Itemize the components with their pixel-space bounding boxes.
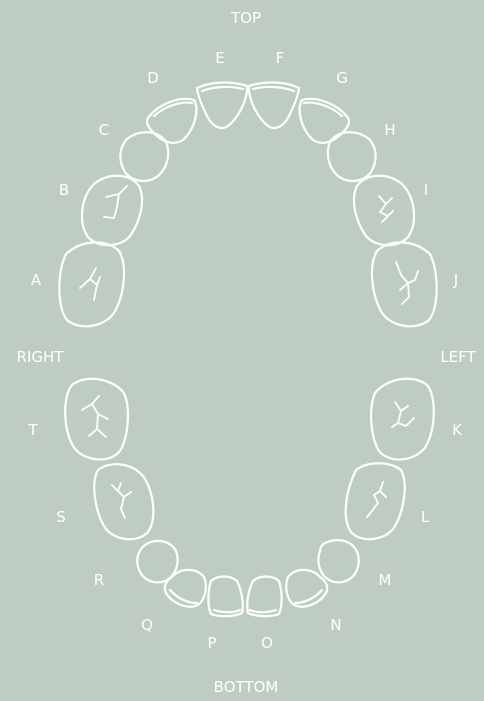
label-top: TOP xyxy=(230,9,261,27)
tooth-n[interactable] xyxy=(286,570,327,607)
tooth-s[interactable] xyxy=(94,464,153,539)
tooth-k[interactable] xyxy=(371,379,434,460)
tooth-label-g: G xyxy=(336,69,348,87)
tooth-d[interactable] xyxy=(147,99,196,143)
tooth-label-k: K xyxy=(452,421,463,439)
tooth-label-i: I xyxy=(424,181,428,199)
tooth-label-f: F xyxy=(276,49,285,67)
tooth-label-l: L xyxy=(421,508,430,526)
tooth-label-q: Q xyxy=(141,616,153,634)
tooth-q[interactable] xyxy=(165,570,206,607)
tooth-l[interactable] xyxy=(346,463,405,539)
label-left: LEFT xyxy=(440,348,476,366)
label-right: RIGHT xyxy=(17,348,65,366)
tooth-label-a: A xyxy=(31,271,42,289)
tooth-label-c: C xyxy=(99,121,109,139)
tooth-f[interactable] xyxy=(249,82,299,127)
tooth-i[interactable] xyxy=(354,176,414,245)
tooth-g[interactable] xyxy=(300,99,349,143)
tooth-label-s: S xyxy=(56,508,66,526)
tooth-label-d: D xyxy=(147,69,159,87)
tooth-label-r: R xyxy=(94,571,104,589)
tooth-label-p: P xyxy=(207,634,216,652)
tooth-p[interactable] xyxy=(208,577,242,617)
tooth-o[interactable] xyxy=(247,577,281,617)
tooth-j[interactable] xyxy=(372,242,437,326)
label-bottom: BOTTOM xyxy=(214,678,279,696)
tooth-label-m: M xyxy=(379,571,392,589)
tooth-m[interactable] xyxy=(318,540,358,582)
tooth-label-n: N xyxy=(330,616,341,634)
tooth-label-o: O xyxy=(261,634,273,652)
tooth-t[interactable] xyxy=(65,379,128,460)
tooth-label-b: B xyxy=(59,181,69,199)
tooth-a[interactable] xyxy=(59,242,124,326)
tooth-label-e: E xyxy=(215,49,224,67)
tooth-b[interactable] xyxy=(82,176,142,245)
tooth-label-h: H xyxy=(384,121,395,139)
tooth-label-t: T xyxy=(27,421,38,439)
tooth-label-j: J xyxy=(453,271,458,289)
tooth-e[interactable] xyxy=(197,82,247,127)
